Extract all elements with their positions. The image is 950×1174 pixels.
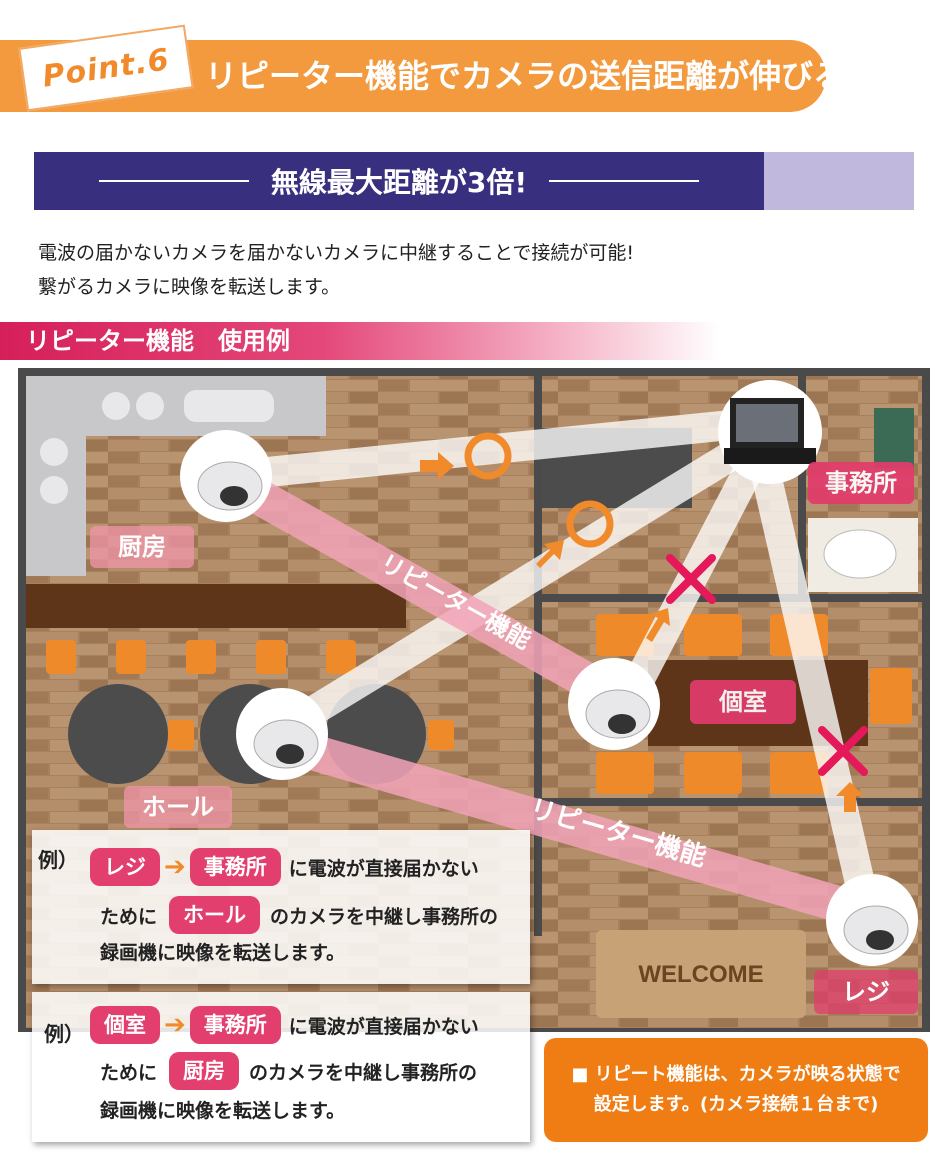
room-label-register: レジ — [814, 970, 918, 1014]
point-badge-label: Point.6 — [40, 41, 172, 95]
relay-circle-1 — [464, 432, 512, 480]
signal-paths — [213, 407, 883, 933]
bar-counter — [26, 584, 406, 628]
room-label-private: 個室 — [690, 680, 796, 724]
example-2-text-1: に電波が直接届かない — [288, 1015, 479, 1038]
welcome-mat — [596, 930, 806, 1018]
example-1-text-2a: ために — [100, 905, 158, 928]
description: 電波の届かないカメラを届かないカメラに中継することで接続が可能! 繋がるカメラに… — [38, 236, 634, 304]
subheader-line-right — [549, 180, 700, 182]
hall-chairs — [168, 720, 454, 750]
subheader-title: 無線最大距離が3倍! — [270, 166, 528, 199]
example-2-from-tag: 個室 — [90, 1006, 160, 1044]
example-2-via-tag: 厨房 — [169, 1052, 240, 1090]
example-2-box: 例） 個室 ➔ 事務所 に電波が直接届かない ために 厨房 のカメラを中継し事務… — [32, 992, 530, 1142]
example-1-text-1: に電波が直接届かない — [288, 857, 479, 880]
signal-arrows — [420, 452, 864, 812]
sink — [184, 390, 274, 422]
header-title: リピーター機能でカメラの送信距離が伸びる! — [205, 57, 860, 95]
note-line-2: 設定します。(カメラ接続１台まで) — [593, 1094, 879, 1115]
recorder — [718, 380, 822, 484]
section-bar — [0, 322, 720, 360]
x-mark-register — [818, 726, 868, 776]
example-1-from-tag: レジ — [90, 848, 160, 886]
stove-2 — [136, 392, 164, 420]
welcome-text: WELCOME — [638, 961, 763, 988]
hall-table-1 — [68, 684, 168, 784]
example-2-row-1: 個室 ➔ 事務所 に電波が直接届かない — [90, 1006, 479, 1044]
section-title: リピーター機能 使用例 — [26, 327, 290, 355]
example-1-box: 例） レジ ➔ 事務所 に電波が直接届かない ために ホール のカメラを中継し事… — [32, 830, 530, 984]
example-2-prefix: 例） — [44, 1022, 84, 1046]
camera-register — [826, 874, 918, 966]
example-1-text-2b: のカメラを中継し事務所の — [270, 905, 499, 928]
bar-stools — [46, 640, 356, 674]
stove-1 — [102, 392, 130, 420]
example-1-to-tag: 事務所 — [189, 848, 281, 886]
subheader: 無線最大距離が3倍! — [34, 152, 764, 210]
room-label-kitchen: 厨房 — [90, 526, 194, 568]
example-1-row-2: ために ホール のカメラを中継し事務所の — [100, 896, 498, 934]
inner-wall-private-bottom — [534, 798, 924, 806]
subheader-line-left — [98, 180, 249, 182]
camera-hall — [236, 688, 328, 780]
example-1-prefix: 例） — [38, 848, 78, 872]
stove-4 — [40, 476, 68, 504]
camera-kitchen — [180, 430, 272, 522]
example-2-row-2: ために 厨房 のカメラを中継し事務所の — [100, 1052, 477, 1090]
example-1-via-tag: ホール — [169, 896, 261, 934]
relay-circle-2 — [566, 500, 614, 548]
example-2-text-2b: のカメラを中継し事務所の — [249, 1061, 478, 1084]
note-box: ■ リピート機能は、カメラが映る状態で 設定します。(カメラ接続１台まで) — [544, 1038, 928, 1142]
arrow-right-icon: ➔ — [164, 852, 186, 882]
room-label-office: 事務所 — [808, 462, 914, 504]
note-line-1: ■ リピート機能は、カメラが映る状態で — [571, 1064, 901, 1085]
description-line-1: 電波の届かないカメラを届かないカメラに中継することで接続が可能! — [38, 242, 635, 264]
x-mark-private — [666, 554, 716, 604]
stove-3 — [40, 438, 68, 466]
office-plant — [874, 408, 914, 468]
toilet — [823, 529, 897, 579]
description-line-2: 繋がるカメラに映像を転送します。 — [38, 276, 341, 298]
inner-wall-office — [798, 376, 806, 602]
example-2-text-2a: ために — [100, 1061, 158, 1084]
room-label-hall: ホール — [124, 786, 232, 828]
camera-private — [568, 658, 660, 750]
repeater-paths — [222, 468, 884, 930]
arrow-right-icon: ➔ — [164, 1010, 186, 1040]
inner-wall-private-top — [534, 594, 924, 602]
example-1-text-3: 録画機に映像を転送します。 — [100, 942, 346, 964]
example-2-to-tag: 事務所 — [189, 1006, 281, 1044]
example-2-text-3: 録画機に映像を転送します。 — [100, 1100, 346, 1122]
example-1-row-1: レジ ➔ 事務所 に電波が直接届かない — [90, 848, 479, 886]
kitchen-counter-side — [26, 376, 86, 576]
